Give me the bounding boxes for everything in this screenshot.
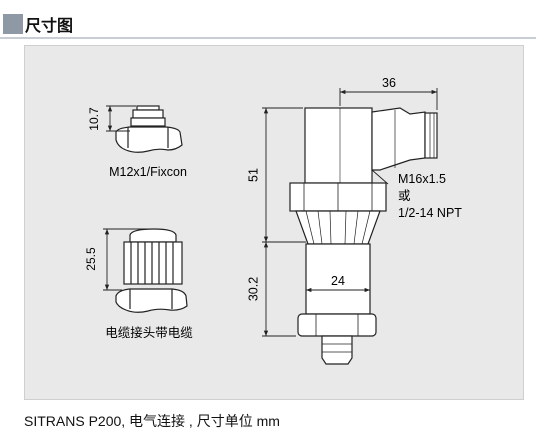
dim-height-upper: 51 — [246, 168, 260, 182]
transmitter-drawing — [289, 107, 438, 365]
dimension-width-top — [339, 88, 438, 110]
section-title: 尺寸图 — [25, 18, 74, 35]
header-divider — [0, 37, 536, 39]
dim-height-lower: 30.2 — [246, 277, 260, 301]
cable-connector-height-dimension — [103, 228, 150, 291]
m12-connector-drawing — [115, 105, 183, 153]
label-thread-line2: 或 — [398, 188, 411, 203]
label-thread-line1: M16x1.5 — [398, 172, 446, 186]
header-marker — [3, 14, 23, 34]
cable-connector-drawing — [115, 228, 188, 313]
m12-height-dimension — [106, 105, 136, 132]
dim-width-body: 24 — [331, 274, 345, 288]
thread-leader-line — [371, 169, 389, 185]
figure-caption: SITRANS P200, 电气连接 , 尺寸单位 mm — [24, 413, 280, 429]
dimension-height-lower — [262, 242, 296, 337]
section-header: 尺寸图 — [0, 6, 536, 39]
dim-connector-cable-height: 25.5 — [84, 247, 98, 271]
dim-width-top: 36 — [382, 76, 396, 90]
dimension-drawing-panel — [24, 45, 524, 400]
dimension-height-upper — [262, 107, 306, 243]
dim-connector-m12-height: 10.7 — [87, 107, 101, 131]
label-thread-line3: 1/2-14 NPT — [398, 206, 462, 220]
label-connector-cable: 电缆接头带电缆 — [105, 325, 193, 340]
label-connector-m12: M12x1/Fixcon — [109, 165, 187, 179]
